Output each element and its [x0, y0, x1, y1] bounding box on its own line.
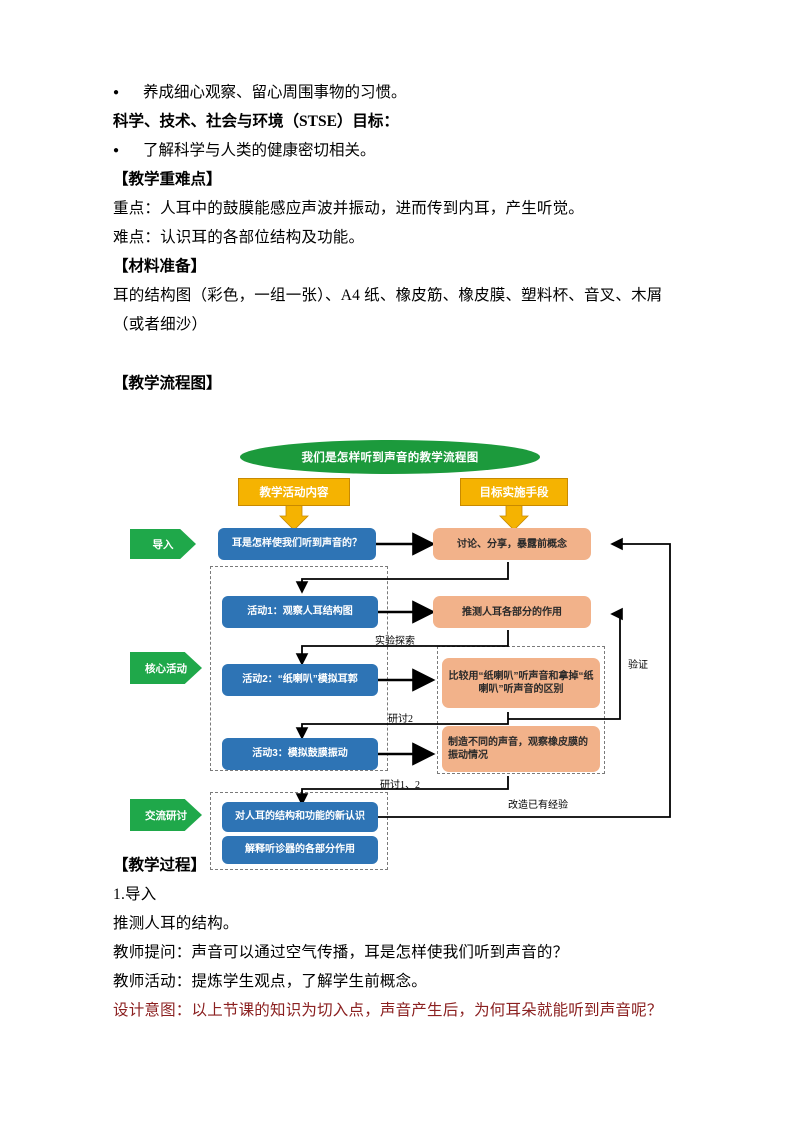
bullet-dot-icon [113, 78, 143, 107]
activity-node-new-recognition: 对人耳的结构和功能的新认识 [222, 802, 378, 832]
edge-label-verify: 验证 [628, 660, 648, 671]
heading-key-difficulties: 【教学重难点】 [113, 171, 222, 188]
bullet-item: 了解科学与人类的健康密切相关。 [113, 136, 691, 165]
paragraph-materials-2: （或者细沙） [113, 316, 208, 333]
bullet-item: 养成细心观察、留心周围事物的习惯。 [113, 78, 691, 107]
bullet-text: 养成细心观察、留心周围事物的习惯。 [143, 84, 407, 101]
bullet-dot-icon [113, 136, 143, 165]
paragraph-materials-1: 耳的结构图（彩色，一组一张）、A4 纸、橡皮筋、橡皮膜、塑料杯、音叉、木屑 [113, 287, 663, 304]
edge-label-experiment-explore: 实验探索 [375, 636, 415, 647]
paragraph-step-1: 1.导入 [113, 886, 157, 903]
heading-materials: 【材料准备】 [113, 258, 207, 275]
edge-label-reform-experience: 改造已有经验 [508, 800, 568, 811]
activity-node-stethoscope: 解释听诊器的各部分作用 [222, 836, 378, 864]
outcome-group-box [437, 646, 605, 774]
column-header-activity-content: 教学活动内容 [238, 478, 350, 506]
heading-teaching-process: 【教学过程】 [113, 857, 207, 874]
edge-label-discussion-1-2: 研讨1、2 [380, 780, 420, 791]
paragraph-key-point: 重点：人耳中的鼓膜能感应声波并振动，进而传到内耳，产生听觉。 [113, 200, 585, 217]
outcome-node-compare-paper-horn: 比较用“纸喇叭”听声音和拿掉“纸喇叭”听声音的区别 [442, 658, 600, 708]
outcome-node-discussion-share: 讨论、分享，暴露前概念 [433, 528, 591, 560]
column-header-goal-method: 目标实施手段 [460, 478, 568, 506]
paragraph-predict-structure: 推测人耳的结构。 [113, 915, 239, 932]
paragraph-teacher-activity: 教师活动：提炼学生观点，了解学生前概念。 [113, 973, 428, 990]
activity-node-1: 活动1：观察人耳结构图 [222, 596, 378, 628]
flowchart-connectors [279, 503, 671, 818]
activity-node-2: 活动2：“纸喇叭”模拟耳郭 [222, 664, 378, 696]
phase-label-core-activity: 核心活动 [130, 652, 202, 684]
paragraph-teacher-question: 教师提问：声音可以通过空气传播，耳是怎样使我们听到声音的？ [113, 944, 569, 961]
spacer [113, 339, 691, 369]
flowchart-title: 我们是怎样听到声音的教学流程图 [240, 440, 540, 474]
phase-label-import: 导入 [130, 529, 196, 559]
core-activity-group-box [210, 566, 388, 771]
heading-stse: 科学、技术、社会与环境（STSE）目标： [113, 113, 399, 130]
outcome-node-predict-ear-parts: 推测人耳各部分的作用 [433, 596, 591, 628]
document-top-text: 养成细心观察、留心周围事物的习惯。 科学、技术、社会与环境（STSE）目标： 了… [113, 78, 691, 398]
bullet-text: 了解科学与人类的健康密切相关。 [143, 142, 376, 159]
paragraph-design-intent: 设计意图：以上节课的知识为切入点，声音产生后，为何耳朵就能听到声音呢？ [113, 1002, 663, 1019]
activity-node-ear-question: 耳是怎样使我们听到声音的？ [218, 528, 376, 560]
outcome-node-make-sounds: 制造不同的声音，观察橡皮膜的振动情况 [442, 726, 600, 772]
document-bottom-text: 【教学过程】 1.导入 推测人耳的结构。 教师提问：声音可以通过空气传播，耳是怎… [113, 851, 691, 1025]
discussion-group-box [210, 792, 388, 870]
edge-label-discussion-2: 研讨2 [388, 714, 413, 725]
paragraph-difficult-point: 难点：认识耳的各部位结构及功能。 [113, 229, 365, 246]
heading-flowchart: 【教学流程图】 [113, 375, 222, 392]
activity-node-3: 活动3：模拟鼓膜振动 [222, 738, 378, 770]
phase-label-discussion: 交流研讨 [130, 799, 202, 831]
teaching-flowchart: 我们是怎样听到声音的教学流程图 教学活动内容 目标实施手段 导入 核心活动 交流… [130, 424, 690, 870]
